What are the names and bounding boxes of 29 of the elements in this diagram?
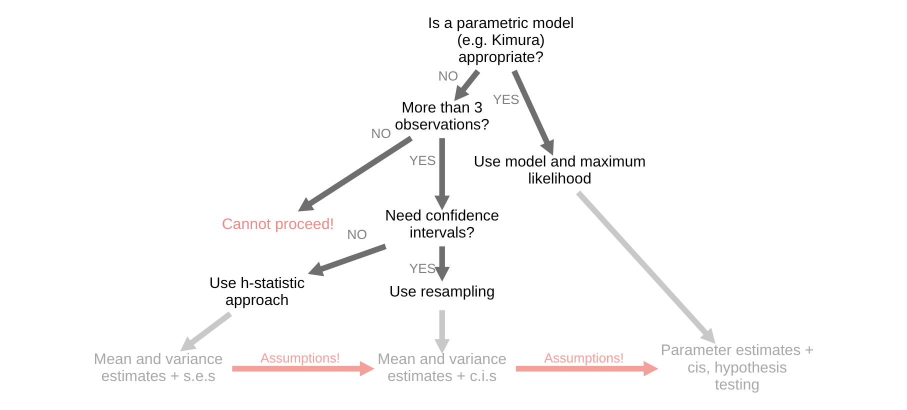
node-text: Is a parametric model (e.g. Kimura) appropriate? xyxy=(428,14,574,66)
node-text: Mean and variance estimates + c.i.s xyxy=(378,350,507,385)
arrow xyxy=(454,69,480,102)
edge-label: NO xyxy=(371,126,392,141)
node-text: More than 3 observations? xyxy=(394,99,490,134)
node-text: Need confidence intervals? xyxy=(385,207,500,242)
edge-label: Assumptions! xyxy=(260,350,340,366)
node-text: Parameter estimates + cis, hypothesis testing xyxy=(660,342,814,394)
node-text: Use model and maximum likelihood xyxy=(474,153,646,188)
arrow xyxy=(434,310,450,354)
arrow xyxy=(512,70,554,156)
arrow xyxy=(308,244,387,276)
arrow xyxy=(180,312,232,352)
edge-label: YES xyxy=(409,261,436,276)
node-text: Cannot proceed! xyxy=(222,216,334,234)
arrow xyxy=(516,361,658,376)
edge-label: YES xyxy=(492,92,520,107)
node-text: Mean and variance estimates + s.e.s xyxy=(94,350,223,385)
edge-label: NO xyxy=(347,227,368,242)
edge-label: YES xyxy=(409,152,436,168)
arrow xyxy=(434,138,450,210)
node-text: Use h-statistic approach xyxy=(209,274,305,309)
arrow xyxy=(298,136,413,212)
arrow xyxy=(232,361,375,376)
edge-label: Assumptions! xyxy=(544,350,624,366)
arrow xyxy=(576,190,716,344)
edge-label: NO xyxy=(438,68,458,84)
arrow xyxy=(434,246,450,282)
node-text: Use resampling xyxy=(389,283,495,300)
